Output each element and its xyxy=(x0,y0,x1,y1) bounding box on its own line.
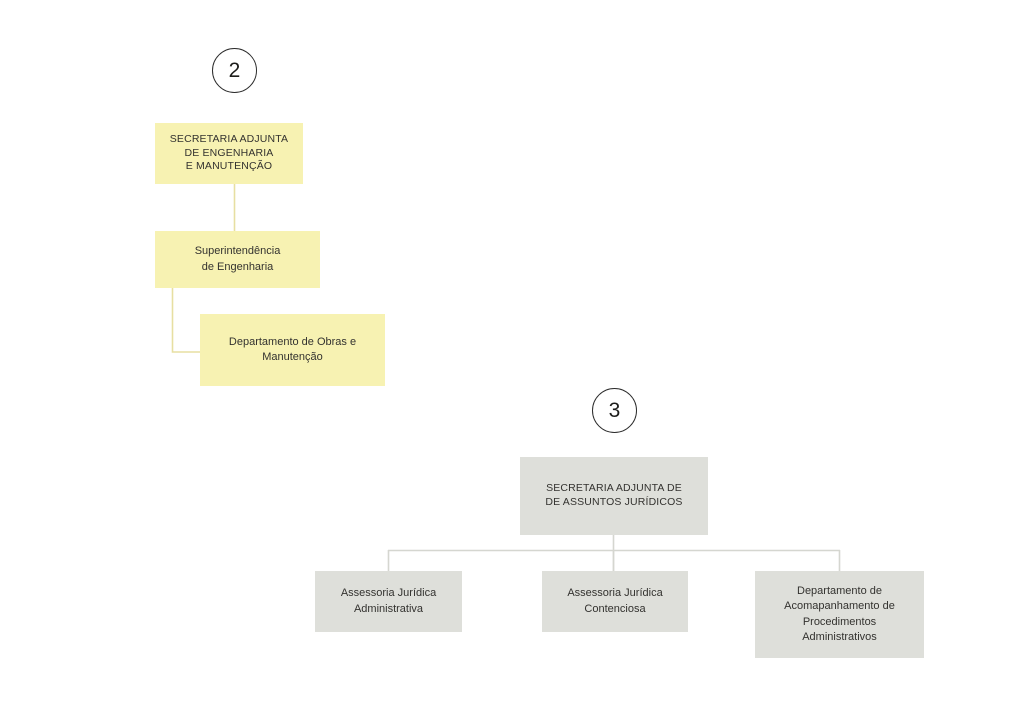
node-assessoria-juridica-contenciosa[interactable]: Assessoria Jurídica Contenciosa xyxy=(542,571,688,632)
node-label: Departamento de Acomapanhamento de Proce… xyxy=(784,585,895,643)
node-departamento-de-obras-e-manutencao[interactable]: Departamento de Obras e Manutenção xyxy=(200,314,385,386)
node-secretaria-adjunta-assuntos-juridicos[interactable]: SECRETARIA ADJUNTA DE DE ASSUNTOS JURÍDI… xyxy=(520,457,708,535)
node-label: Departamento de Obras e Manutenção xyxy=(228,335,357,363)
node-label: SECRETARIA ADJUNTA DE DE ASSUNTOS JURÍDI… xyxy=(545,482,683,508)
node-superintendencia-de-engenharia[interactable]: Superintendência de Engenharia xyxy=(155,231,320,288)
node-label: Assessoria Jurídica Contenciosa xyxy=(567,587,663,615)
node-departamento-acompanhamento-procedimentos-administrativos[interactable]: Departamento de Acomapanhamento de Proce… xyxy=(755,571,924,658)
section-badge-2: 2 xyxy=(212,48,257,93)
node-assessoria-juridica-administrativa[interactable]: Assessoria Jurídica Administrativa xyxy=(315,571,462,632)
node-label: SECRETARIA ADJUNTA DE ENGENHARIA E MANUT… xyxy=(169,132,289,173)
node-label: Assessoria Jurídica Administrativa xyxy=(340,587,437,615)
node-secretaria-adjunta-engenharia-manutencao[interactable]: SECRETARIA ADJUNTA DE ENGENHARIA E MANUT… xyxy=(155,123,303,184)
node-label: Superintendência de Engenharia xyxy=(194,245,281,273)
section-badge-3: 3 xyxy=(592,388,637,433)
